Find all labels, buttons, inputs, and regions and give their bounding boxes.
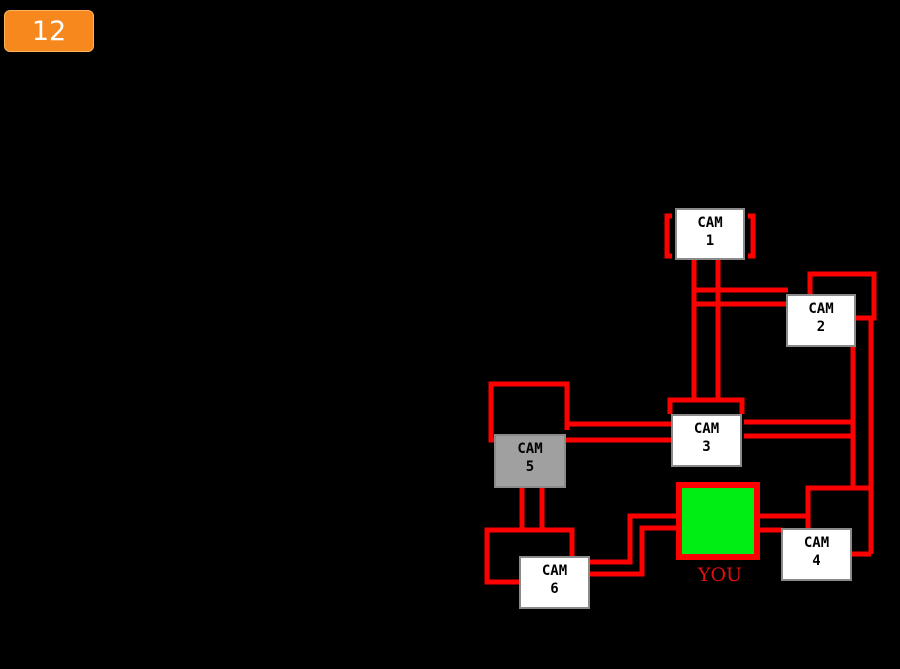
cam-3-label-number: 3 bbox=[702, 439, 711, 455]
player-office-marker bbox=[676, 482, 760, 560]
cam-1-label-number: 1 bbox=[705, 233, 715, 249]
player-location-label: YOU bbox=[697, 564, 743, 586]
cam-3-button[interactable]: CAM 3 bbox=[671, 414, 742, 467]
cam-2-button[interactable]: CAM 2 bbox=[786, 294, 856, 347]
cam-6-label-top: CAM bbox=[541, 563, 568, 579]
cam-5-label-number: 5 bbox=[525, 459, 535, 475]
cam-5-button[interactable]: CAM 5 bbox=[494, 434, 566, 488]
cam-3-label-top: CAM bbox=[693, 421, 720, 437]
cam-4-button[interactable]: CAM 4 bbox=[781, 528, 852, 581]
cam-1-label-top: CAM bbox=[697, 215, 723, 231]
counter-badge: 12 bbox=[4, 10, 94, 52]
cam-6-button[interactable]: CAM 6 bbox=[519, 556, 590, 609]
cam-6-label-number: 6 bbox=[550, 581, 559, 597]
cam-4-label-number: 4 bbox=[812, 553, 821, 569]
cam-4-label-top: CAM bbox=[803, 535, 830, 551]
cam-5-label-top: CAM bbox=[517, 441, 543, 457]
cam-1-button[interactable]: CAM 1 bbox=[675, 208, 745, 260]
cam-2-label-number: 2 bbox=[816, 319, 826, 335]
cam-2-label-top: CAM bbox=[808, 301, 834, 317]
